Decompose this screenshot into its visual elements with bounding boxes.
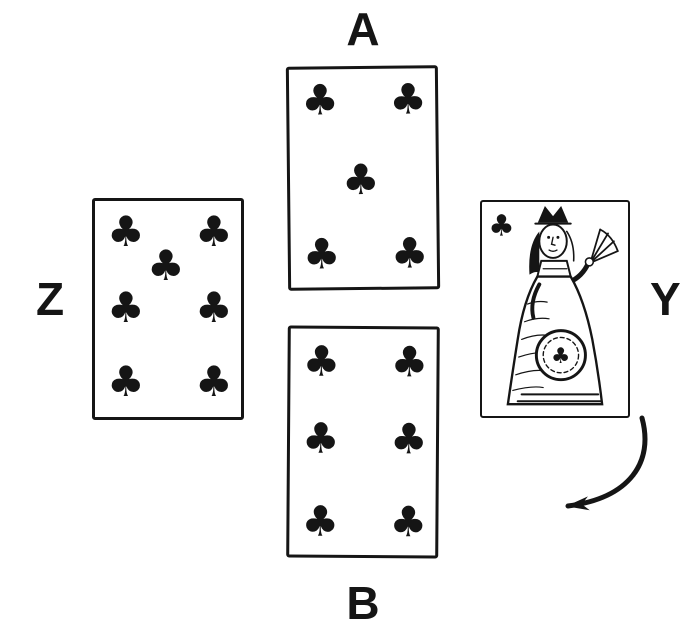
club-pip: ♣ [107, 283, 145, 332]
club-pip: ♣ [195, 207, 233, 256]
club-pip: ♣ [390, 337, 429, 387]
club-pip: ♣ [301, 496, 340, 546]
seat-label-y: Y [650, 273, 681, 325]
card-seven-of-clubs: ♣ ♣ ♣ ♣ ♣ ♣ ♣ [92, 198, 244, 420]
crown-icon [537, 205, 569, 223]
club-pip: ♣ [390, 228, 429, 278]
club-pip: ♣ [488, 208, 514, 242]
club-pip: ♣ [300, 75, 340, 125]
club-pip: ♣ [551, 344, 570, 369]
card-five-of-clubs: ♣ ♣ ♣ ♣ ♣ [285, 65, 441, 291]
club-pip: ♣ [301, 413, 340, 463]
club-pip: ♣ [302, 229, 341, 279]
card-six-of-clubs: ♣ ♣ ♣ ♣ ♣ ♣ [286, 325, 440, 559]
club-pip: ♣ [195, 357, 233, 406]
club-pip: ♣ [147, 241, 185, 290]
queen-figure: ♣ ♣ [488, 205, 619, 406]
club-pip: ♣ [107, 207, 145, 256]
club-pip: ♣ [302, 336, 341, 386]
club-pip: ♣ [389, 414, 428, 464]
club-pip: ♣ [341, 154, 380, 205]
club-pip: ♣ [195, 283, 233, 332]
seat-label-b: B [346, 577, 380, 629]
seat-label-a: A [346, 3, 380, 55]
club-pip: ♣ [107, 357, 145, 406]
play-direction-arrow-icon [565, 415, 648, 511]
club-pip: ♣ [388, 74, 428, 124]
card-queen-of-clubs: ♣ ♣ [480, 200, 630, 418]
seat-label-z: Z [36, 273, 65, 325]
club-pip: ♣ [389, 497, 428, 547]
